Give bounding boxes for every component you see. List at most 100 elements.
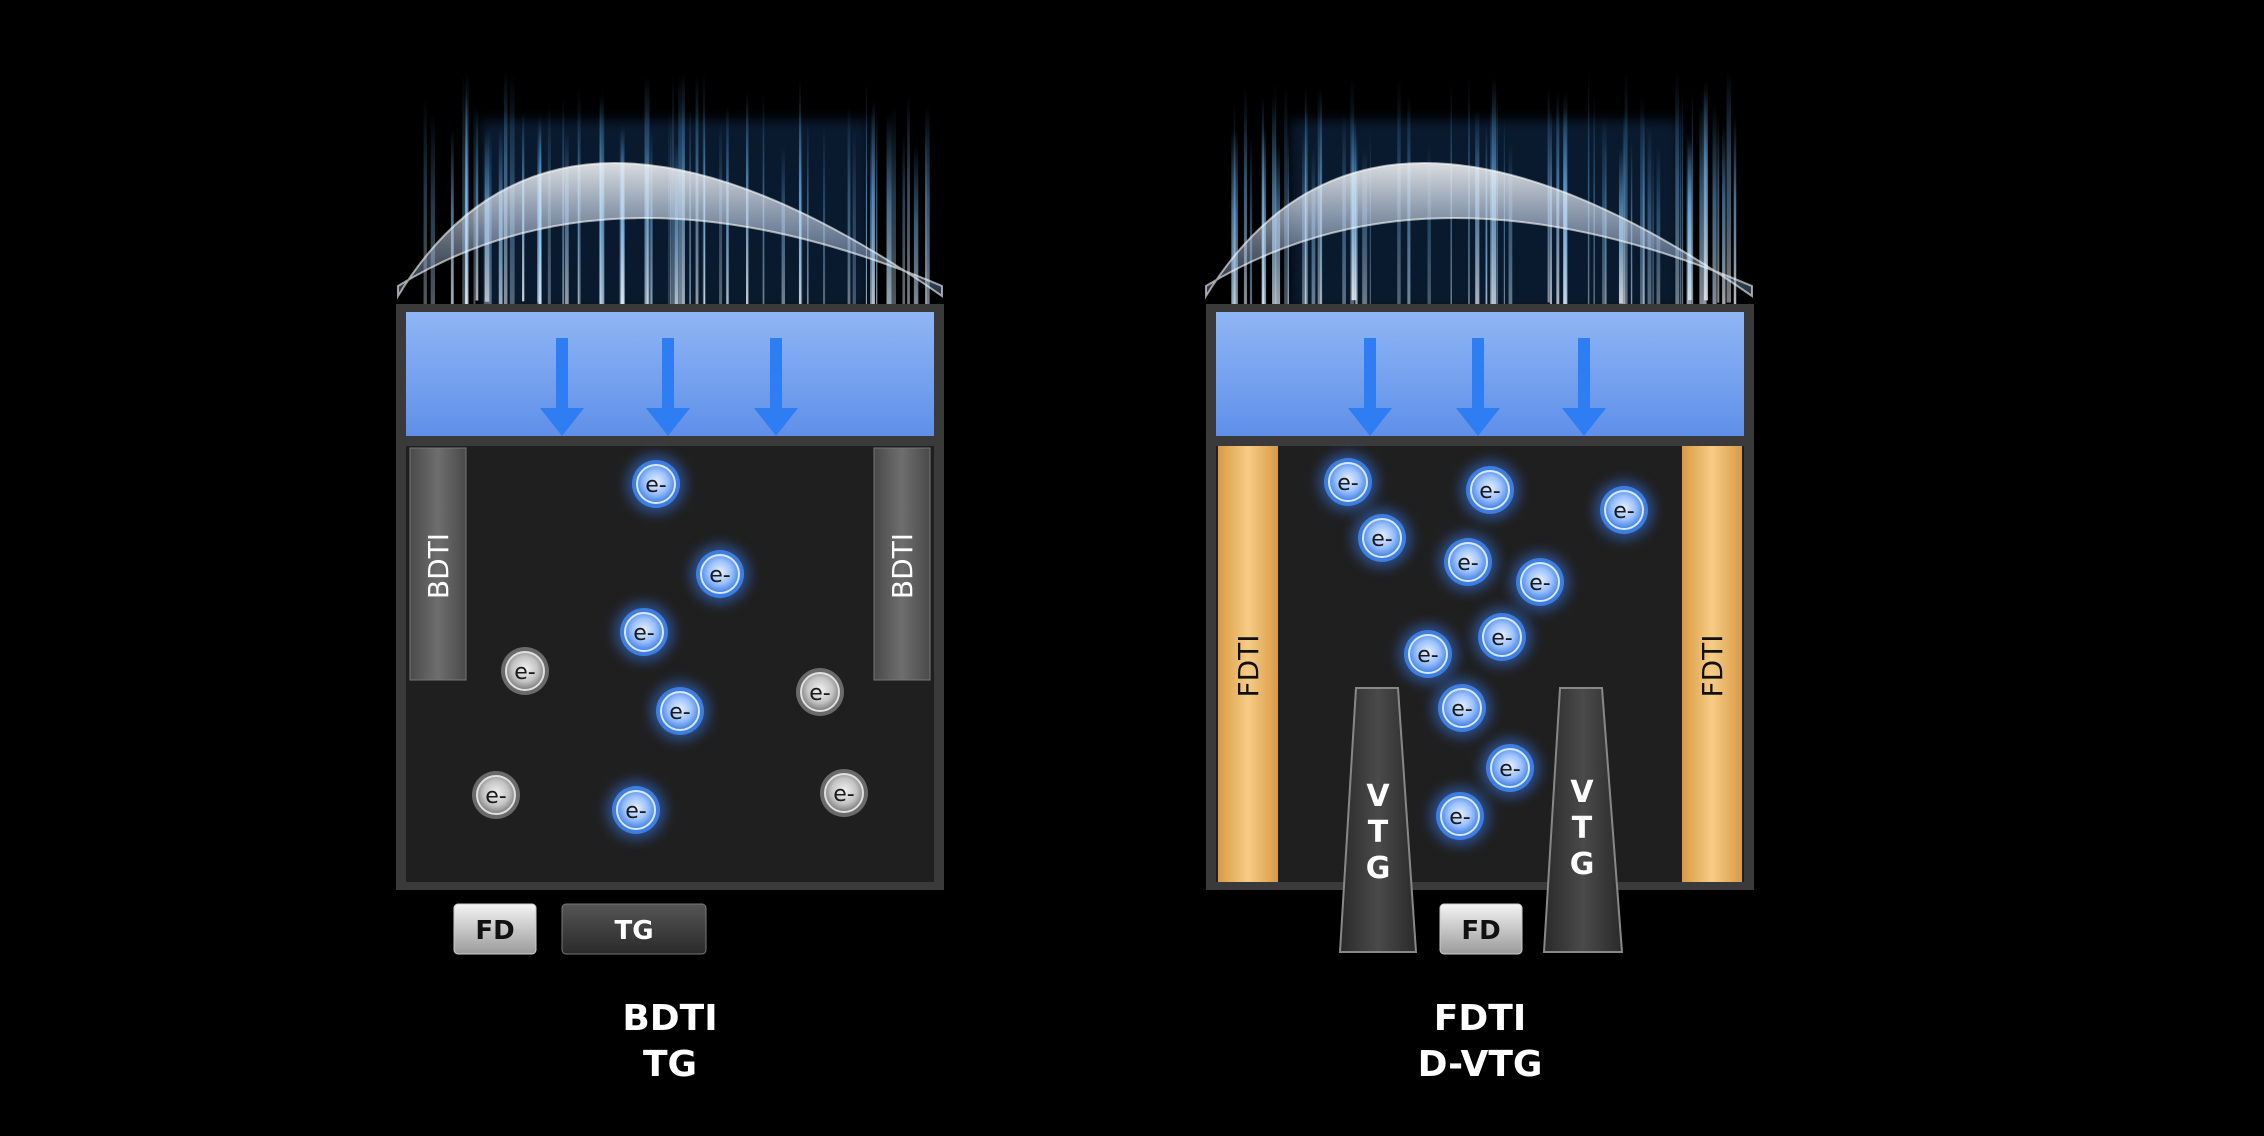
vtg-letter: G (1570, 847, 1595, 882)
light-ray (1233, 101, 1236, 355)
svg-text:e-: e- (1449, 805, 1470, 830)
fd-gate (1439, 903, 1523, 955)
svg-text:e-: e- (1451, 697, 1472, 722)
light-ray (475, 108, 479, 301)
light-ray (1642, 115, 1645, 327)
electron-gray-icon: e- (796, 668, 844, 716)
electron-gray-icon: e- (820, 769, 868, 817)
light-ray (1362, 148, 1368, 313)
left-fdti-wall (1218, 446, 1278, 882)
vtg-letter: T (1368, 815, 1389, 850)
left-fd-block: FD (453, 903, 537, 955)
light-ray (873, 97, 876, 315)
light-ray (886, 113, 892, 339)
light-ray (462, 75, 465, 319)
arrow-icon (1348, 338, 1392, 436)
left-photodiode-well (406, 446, 934, 882)
electron-blue-icon: e- (614, 602, 674, 662)
light-ray (430, 112, 436, 351)
left-caption: BDTI TG (470, 996, 870, 1088)
svg-text:e-: e- (1499, 757, 1520, 782)
vtg-gate-shape (1542, 687, 1624, 953)
light-ray (599, 97, 605, 349)
electron-blue-icon: e- (606, 780, 666, 840)
svg-text:e-: e- (709, 563, 730, 588)
light-ray (925, 106, 930, 336)
light-ray (902, 134, 906, 306)
left-light-arrows (540, 338, 798, 436)
electron-blue-icon: e- (1460, 460, 1520, 520)
right-caption-line-2: D-VTG (1417, 1044, 1543, 1085)
light-ray (1640, 96, 1645, 352)
light-ray (847, 106, 851, 316)
light-ray (1733, 116, 1737, 318)
electron-blue-icon: e- (1510, 552, 1570, 612)
vtg-letter: G (1366, 851, 1391, 886)
light-ray (621, 136, 624, 321)
electron-gray-icon: e- (472, 771, 520, 819)
light-ray (1369, 128, 1371, 346)
light-ray (1686, 131, 1692, 343)
light-ray (1272, 95, 1276, 332)
light-ray (1699, 103, 1703, 338)
light-ray (1675, 73, 1680, 347)
electron-blue-icon: e- (650, 681, 710, 741)
left-vtg-gate: V T G (1338, 687, 1418, 953)
light-ray (1427, 143, 1431, 340)
left-pixel: BDTI BDTI e-e-e-e-e-e-e-e-e- FD TG (396, 70, 944, 955)
tg-gate (561, 903, 707, 955)
fd-label: FD (1461, 916, 1500, 946)
light-ray (1407, 94, 1411, 353)
vtg-letter: V (1570, 775, 1594, 810)
tg-label: TG (614, 916, 653, 946)
left-electrons: e-e-e-e-e-e-e-e-e- (472, 454, 868, 840)
fd-label: FD (475, 916, 514, 946)
light-ray (689, 103, 691, 354)
svg-text:e-: e- (833, 782, 854, 807)
light-ray (1624, 73, 1628, 324)
electron-blue-icon: e- (1430, 786, 1490, 846)
vtg-letter: T (1572, 811, 1593, 846)
right-caption: FDTI D-VTG (1280, 996, 1680, 1088)
electron-blue-icon: e- (1480, 738, 1540, 798)
left-caption-line-2: TG (642, 1044, 698, 1085)
left-bdti-label: BDTI (422, 533, 455, 599)
svg-text:e-: e- (625, 799, 646, 824)
left-fdti-label: FDTI (1232, 634, 1265, 697)
light-ray (668, 106, 670, 338)
arrow-icon (1562, 338, 1606, 436)
light-ray (423, 98, 427, 327)
right-fd-block: FD (1439, 903, 1523, 955)
light-ray (870, 127, 872, 323)
right-caption-line-1: FDTI (1433, 998, 1527, 1039)
light-ray (1508, 143, 1513, 349)
arrow-icon (754, 338, 798, 436)
vtg-gate-shape (1338, 687, 1418, 953)
svg-text:e-: e- (485, 784, 506, 809)
light-ray (1726, 70, 1732, 303)
svg-text:e-: e- (1491, 626, 1512, 651)
arrow-icon (540, 338, 584, 436)
electron-blue-icon: e- (1352, 508, 1412, 568)
light-ray (1622, 113, 1626, 309)
electron-blue-icon: e- (626, 454, 686, 514)
vtg-letter: V (1366, 779, 1390, 814)
right-fdti-label: FDTI (1696, 634, 1729, 697)
svg-text:e-: e- (1417, 643, 1438, 668)
svg-text:e-: e- (645, 473, 666, 498)
right-fdti-wall (1682, 446, 1742, 882)
electron-blue-icon: e- (690, 544, 750, 604)
svg-text:e-: e- (669, 700, 690, 725)
left-caption-line-1: BDTI (622, 998, 718, 1039)
svg-text:e-: e- (633, 621, 654, 646)
light-ray (1503, 117, 1505, 336)
right-light-arrows (1348, 338, 1606, 436)
fd-gate (453, 903, 537, 955)
light-ray (1722, 123, 1726, 310)
light-ray (1702, 88, 1707, 322)
light-ray (1604, 135, 1607, 355)
light-ray (1679, 100, 1682, 353)
right-bdti-wall (873, 447, 931, 681)
right-electrons: e-e-e-e-e-e-e-e-e-e-e- (1318, 452, 1654, 846)
